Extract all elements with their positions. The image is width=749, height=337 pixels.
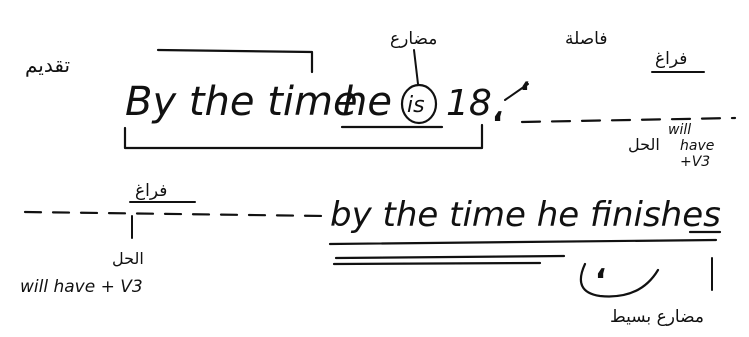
underline-sentence2-b	[334, 254, 566, 260]
comma-after-18: ،	[492, 94, 503, 129]
sentence1-is: is	[407, 93, 425, 118]
sentence1-18: 18	[446, 83, 492, 124]
comma-mark-2: ،	[520, 67, 530, 97]
label-hal-left: الحل	[112, 249, 144, 268]
v3-right: +V3	[680, 154, 710, 170]
bottom-bracket	[123, 123, 484, 150]
label-mudaria: مضارع	[390, 29, 437, 49]
dashed-blank-left	[23, 210, 327, 218]
arrow-mudaria-to-is	[413, 49, 419, 85]
label-faragh-top: فراغ	[655, 49, 687, 69]
curve-arrow-comma	[579, 262, 660, 298]
underline-sentence2-a	[328, 238, 718, 246]
top-bracket	[156, 48, 314, 74]
label-mudaria-basit: مضارع بسيط	[610, 307, 704, 327]
label-faragh-left: فراغ	[135, 181, 167, 201]
label-fasila: فاصلة	[565, 29, 607, 49]
sentence1-he: he	[342, 79, 392, 125]
circle-around-is	[400, 83, 438, 125]
arrow-comma	[504, 83, 529, 101]
comma-line2: ،	[595, 251, 606, 286]
label-taqdim: تقديم	[25, 53, 70, 77]
sentence2: by the time he finishes	[330, 195, 721, 235]
will-right: will	[668, 122, 691, 138]
have-right: have	[680, 138, 714, 154]
dashed-blank-top	[520, 116, 737, 124]
will-have-v3-left: will have + V3	[20, 277, 143, 297]
underline-sentence2-c	[332, 261, 542, 266]
sentence1-by-the-time: By the time	[125, 79, 358, 125]
label-hal-right: الحل	[628, 135, 660, 154]
